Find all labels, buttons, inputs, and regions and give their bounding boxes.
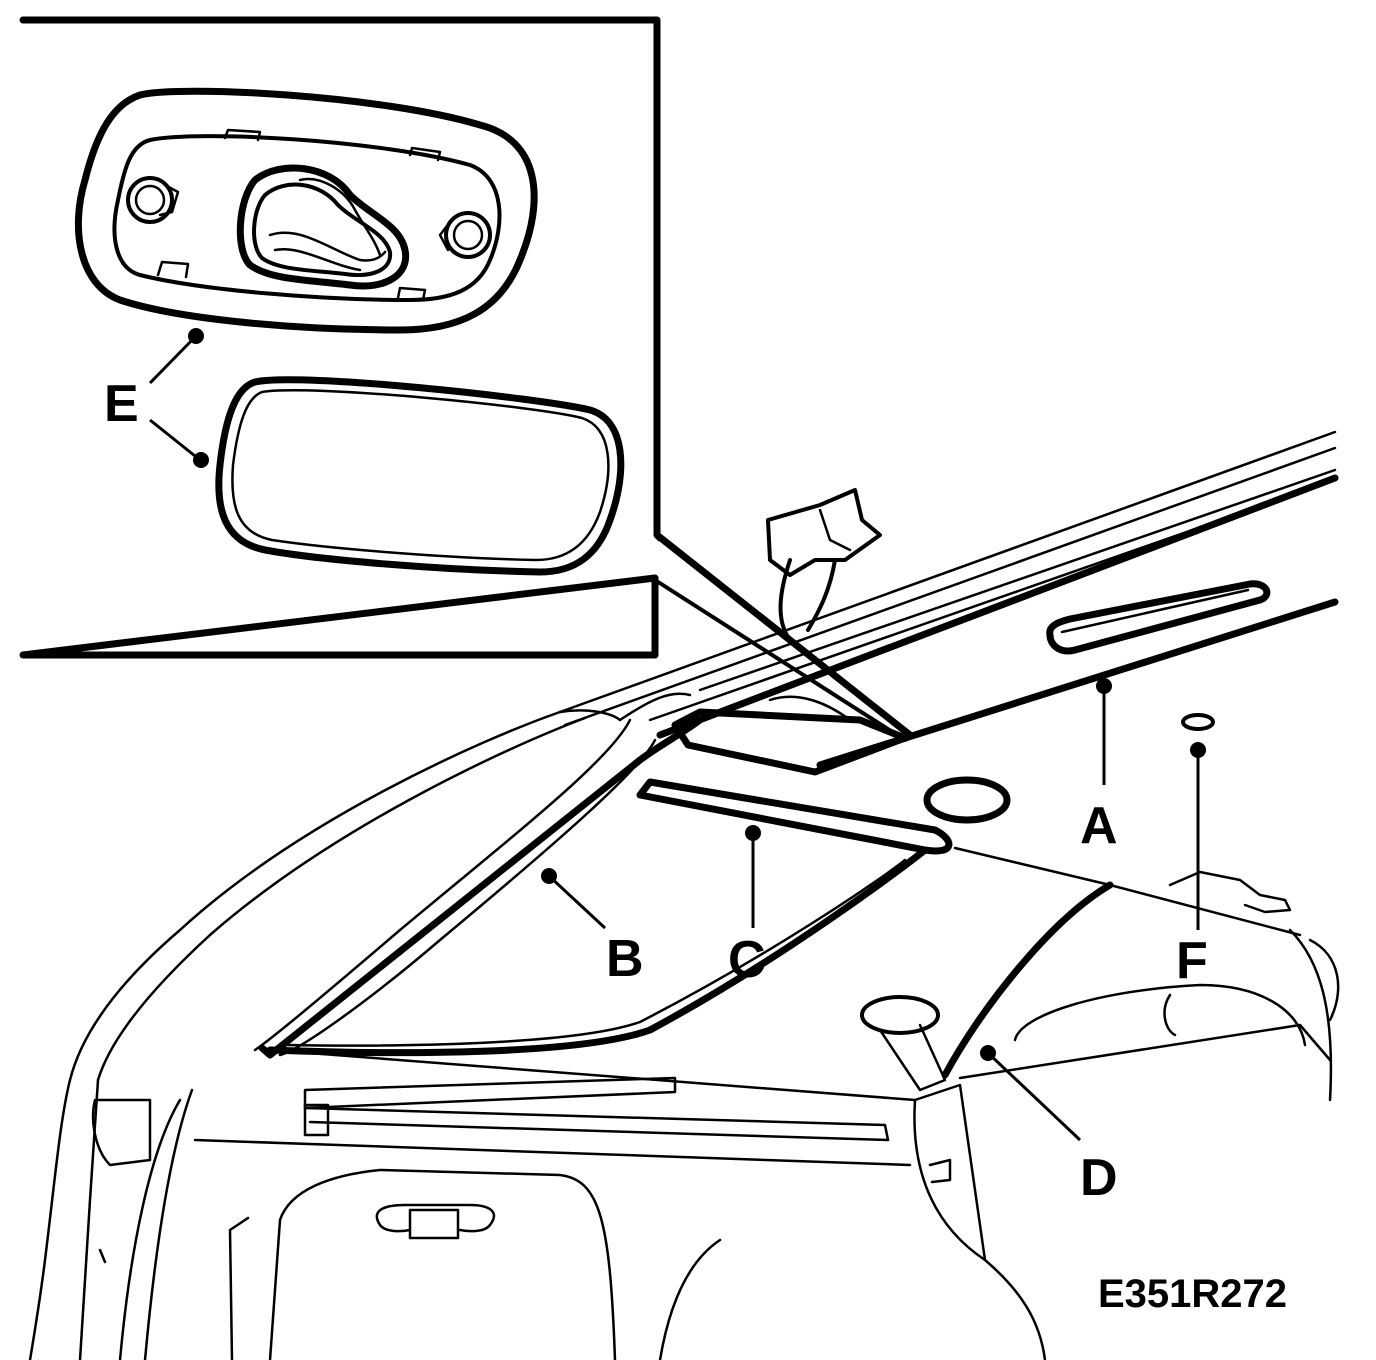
- window-trim-c: [266, 778, 1302, 1057]
- headliner-edge: [656, 474, 1339, 739]
- callout-e: E: [104, 328, 209, 468]
- callout-c: C: [728, 825, 766, 989]
- pillar-trim-b: [118, 716, 704, 1360]
- seat-belt-buckle: [375, 1203, 496, 1240]
- dome-lamp-cutout: [671, 708, 909, 776]
- figure-id: E351R272: [1098, 1272, 1287, 1316]
- label-e: E: [104, 375, 139, 433]
- housing-tab: [408, 146, 442, 162]
- a-pillar-inner: [96, 716, 587, 1082]
- clip-f: [1181, 713, 1215, 731]
- lamp-housing-outer: [74, 87, 538, 334]
- visor-clip: [1168, 870, 1292, 914]
- lamp-lens-rim: [231, 389, 610, 562]
- lamp-lens: [215, 376, 625, 576]
- label-c: C: [728, 931, 766, 989]
- inset-pointer-lower: [653, 578, 907, 742]
- inset-detail: [19, 16, 914, 742]
- lamp-housing-inner: [112, 134, 502, 302]
- side-trim-d: [941, 881, 1340, 1102]
- switch-assembly: [236, 164, 410, 290]
- housing-tab: [156, 260, 190, 279]
- bulb-socket-left: [126, 176, 180, 224]
- housing-tab: [223, 128, 262, 142]
- callout-f: F: [1176, 742, 1208, 990]
- bulb-socket-right: [438, 211, 492, 259]
- vehicle-interior: [28, 430, 1340, 1360]
- callout-b: B: [541, 868, 644, 988]
- roof-rail-line: [563, 446, 1337, 727]
- roof-bracket: [766, 488, 882, 642]
- roof-rail-line: [558, 430, 1337, 714]
- label-f: F: [1176, 932, 1208, 990]
- seat-back-outline: [268, 1168, 617, 1360]
- rear-shelf-edge: [268, 1048, 917, 1102]
- inset-pointer-upper: [655, 533, 912, 737]
- lower-pillar: [913, 1083, 987, 1262]
- roof-grommet: [923, 776, 1011, 824]
- label-a: A: [1080, 797, 1118, 855]
- grab-handle-recess: [1046, 580, 1271, 655]
- label-d: D: [1080, 1149, 1118, 1207]
- callout-d: D: [980, 1045, 1118, 1207]
- a-pillar-outer: [68, 710, 562, 1082]
- label-b: B: [606, 930, 644, 988]
- callout-a: A: [1080, 678, 1118, 855]
- housing-tab: [396, 286, 427, 302]
- roof-rail-line: [698, 468, 1337, 692]
- coat-hook: [860, 995, 947, 1092]
